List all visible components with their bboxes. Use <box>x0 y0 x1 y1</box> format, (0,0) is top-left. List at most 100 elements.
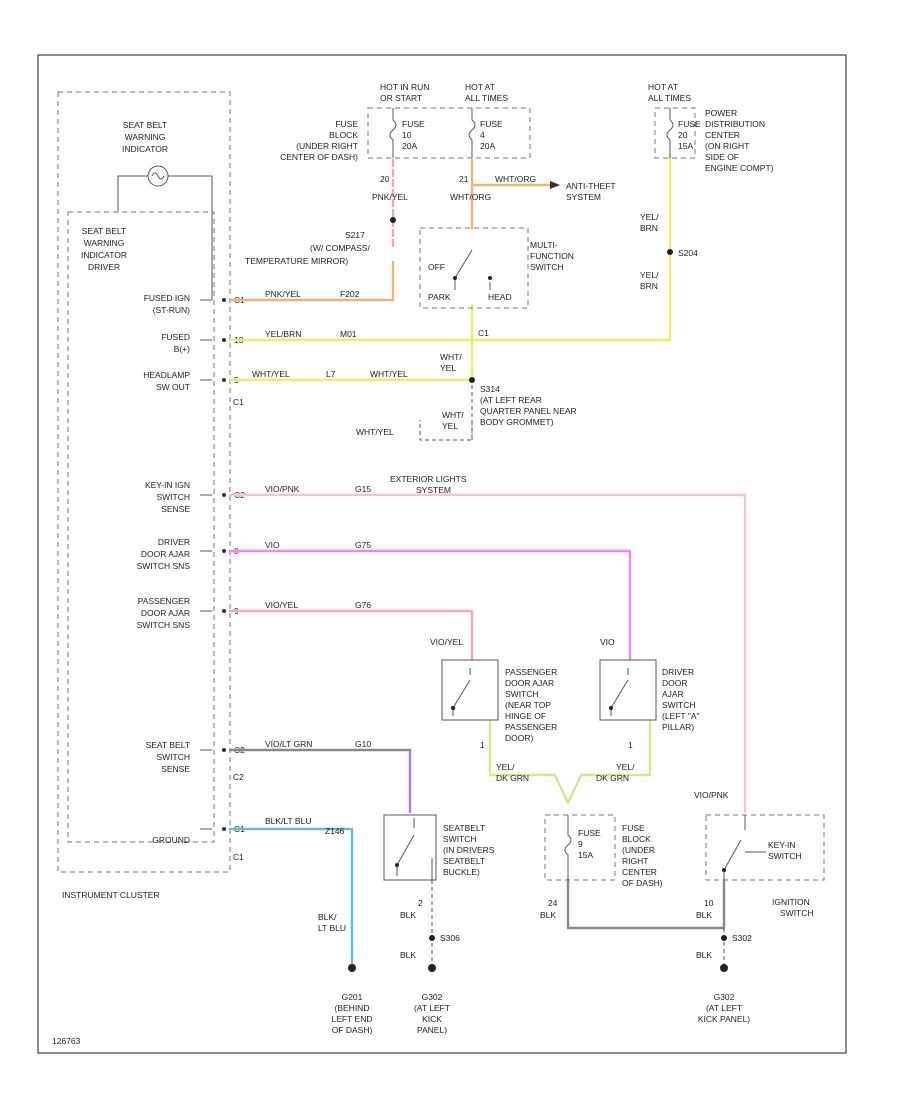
circuit-label-fused-ign: F202 <box>340 289 360 299</box>
mfs-label-2: SWITCH <box>530 262 564 272</box>
s217-note-0: (W/ COMPASS/ <box>310 243 370 253</box>
fuse9-symbol-icon <box>564 815 572 880</box>
circuit-label-pass: G76 <box>355 600 371 610</box>
pass-switch-label-0: PASSENGER <box>505 667 557 677</box>
fuse9-block-box <box>544 814 616 881</box>
pdc-label-3: (ON RIGHT <box>705 141 749 151</box>
fuse9-block-label-5: OF DASH) <box>622 878 663 888</box>
g201-ground-dot <box>348 964 356 972</box>
mfs-label-0: MULTI- <box>530 240 558 250</box>
driver-switch-wire: VIO <box>600 637 615 647</box>
seatbelt-pin: 2 <box>418 898 423 908</box>
top-block-label-0: FUSE <box>335 119 358 129</box>
pass-switch-pin: 1 <box>480 740 485 750</box>
wire-label-fused-b: YEL/BRN <box>265 329 301 339</box>
pin-label-fused-b-1: B(+) <box>174 344 190 354</box>
fuse4-label-1: 4 <box>480 130 485 140</box>
wire-label-wht-org: WHT/ORG <box>450 192 491 202</box>
fuse9-label-1: 9 <box>578 839 583 849</box>
pin-label-driver-door-0: DRIVER <box>158 537 190 547</box>
fuse9-pin: 24 <box>548 898 558 908</box>
g302b-label-1: (AT LEFT <box>706 1003 742 1013</box>
g302b-label-0: G302 <box>714 992 735 1002</box>
wire-label-seatbelt: VIO/LT GRN <box>265 739 312 749</box>
indicator-label-1: WARNING <box>125 132 166 142</box>
wire-label-keyin: VIO/PNK <box>265 484 300 494</box>
pin-label-keyin-1: SWITCH <box>156 492 190 502</box>
pin-stubs <box>200 299 212 830</box>
pass-switch-label-6: DOOR) <box>505 733 534 743</box>
cluster-conn-c1a: C1 <box>233 397 244 407</box>
ignition-switch-box <box>705 814 825 881</box>
pin-label-seatbelt-0: SEAT BELT <box>146 740 190 750</box>
pin-label-driver-door-2: SWITCH SNS <box>137 561 191 571</box>
pdc-label-1: DISTRIBUTION <box>705 119 765 129</box>
pin-label-ground: GROUND <box>152 835 190 845</box>
pin-21: 21 <box>459 174 469 184</box>
pass-switch-label-2: SWITCH <box>505 689 539 699</box>
circuit-label-fused-b: M01 <box>340 329 357 339</box>
g302a-label-1: (AT LEFT <box>414 1003 450 1013</box>
pdc-hot-0: HOT AT <box>648 82 678 92</box>
mfs-label-1: FUNCTION <box>530 251 574 261</box>
driver-contact-dot <box>609 706 613 710</box>
seatbelt-sw-label-3: SEATBELT <box>443 856 485 866</box>
g302a-label-0: G302 <box>422 992 443 1002</box>
fuse9-block-label-3: RIGHT <box>622 856 648 866</box>
pdc-wire-1: BRN <box>640 223 658 233</box>
circuit-label-ground: Z146 <box>325 826 345 836</box>
wire-fused-ign <box>228 260 395 302</box>
lamp-filament-icon <box>151 172 165 180</box>
circuit-label-keyin: G15 <box>355 484 371 494</box>
top-fuse-block: HOT IN RUN OR START HOT AT ALL TIMES FUS… <box>280 82 616 202</box>
cluster-conn-c2: C2 <box>233 772 244 782</box>
s314-note-1: QUARTER PANEL NEAR <box>480 406 577 416</box>
circuit-label-driver: G75 <box>355 540 371 550</box>
ext-lights-0: EXTERIOR LIGHTS <box>390 474 467 484</box>
s217-splice-dot <box>390 217 396 223</box>
pdc-label-0: POWER <box>705 108 737 118</box>
pass-contact-dot <box>451 706 455 710</box>
mfs-contact-dot-1 <box>453 276 457 280</box>
pdc-label-2: CENTER <box>705 130 740 140</box>
wire-driver-door <box>228 549 632 664</box>
seatbelt-sw-label-0: SEATBELT <box>443 823 485 833</box>
keyin-label-0: KEY-IN <box>768 840 796 850</box>
driver-switch-label-4: (LEFT "A" <box>662 711 700 721</box>
hot-in-run-1: OR START <box>380 93 422 103</box>
pdc-fuse-2: 15A <box>678 141 693 151</box>
lower-section: EXTERIOR LIGHTS SYSTEM VIO/PNK G15 VIO G… <box>265 474 825 1035</box>
fuse10-label-0: FUSE <box>402 119 425 129</box>
seatbelt-sw-label-1: SWITCH <box>443 834 477 844</box>
indicator-label-2: INDICATOR <box>122 144 168 154</box>
mfs-off: OFF <box>428 262 445 272</box>
fuse10-label-1: 10 <box>402 130 412 140</box>
fuse9-block-label-2: (UNDER <box>622 845 655 855</box>
s217-note-1: TEMPERATURE MIRROR) <box>245 256 348 266</box>
driver-switch-label-2: AJAR <box>662 689 684 699</box>
mfs-wire-0: WHT/ <box>440 352 462 362</box>
wire-label-antitheft: WHT/ORG <box>495 174 536 184</box>
wire-label-ground: BLK/LT BLU <box>265 816 311 826</box>
yel-wire-2-0: YEL/ <box>616 762 635 772</box>
pin-label-fused-ign-0: FUSED IGN <box>144 293 190 303</box>
driver-switch-label-0: DRIVER <box>662 667 694 677</box>
fuse9-block-label-4: CENTER <box>622 867 657 877</box>
fuse9-label-0: FUSE <box>578 828 601 838</box>
circuit-label-headlamp: L7 <box>326 369 336 379</box>
s217-label: S217 <box>345 230 365 240</box>
ign-pin: 10 <box>704 898 714 908</box>
yel-wire-1-1: DK GRN <box>496 773 529 783</box>
wire-ground <box>228 827 354 970</box>
top-block-label-1: BLOCK <box>329 130 358 140</box>
loop-wire-0: WHT/ <box>442 410 464 420</box>
mfs-park: PARK <box>428 292 451 302</box>
s302-label: S302 <box>732 933 752 943</box>
pdc-box <box>654 107 696 159</box>
pass-switch-label-3: (NEAR TOP <box>505 700 551 710</box>
pdc-wire2-1: BRN <box>640 281 658 291</box>
g201-label-1: (BEHIND <box>335 1003 370 1013</box>
wire-keyin <box>228 493 747 814</box>
loop-wire-2: WHT/YEL <box>356 427 394 437</box>
g302b-label-2: KICK PANEL) <box>698 1014 750 1024</box>
